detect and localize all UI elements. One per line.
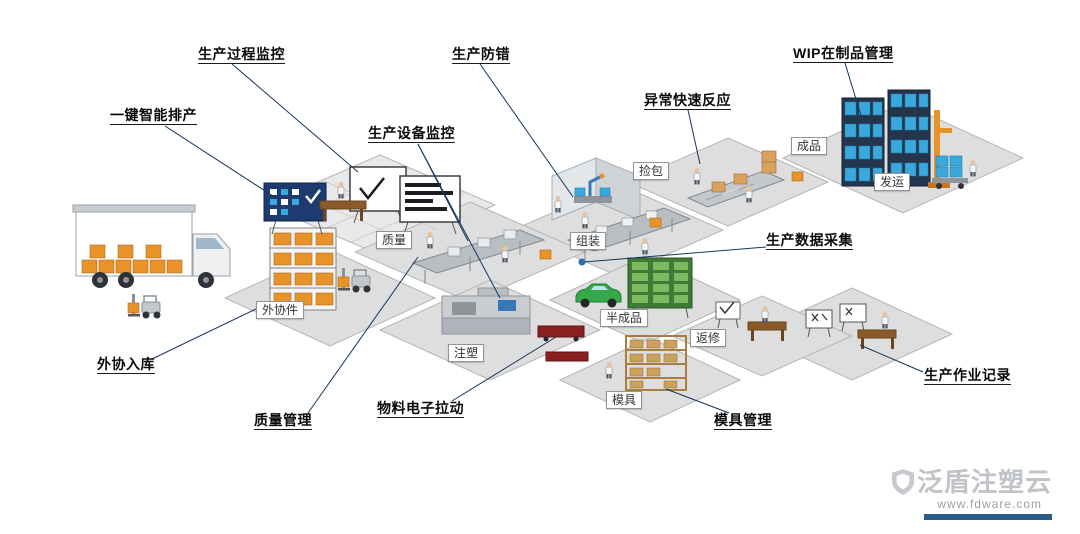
callout-outsourcing-inbound: 外协入库 xyxy=(97,356,155,374)
shipping-cart xyxy=(932,155,968,189)
gantt-whiteboard xyxy=(399,175,461,235)
error-proof-machine xyxy=(551,157,641,221)
station-tag-semi-finished: 半成品 xyxy=(600,309,649,327)
semi-finished-rack xyxy=(627,257,693,319)
stacker-robot xyxy=(934,110,940,184)
station-label: 半成品 xyxy=(606,311,643,325)
leader-production-error-proofing xyxy=(479,63,574,198)
station-label: 外协件 xyxy=(262,303,299,317)
callout-quality-management: 质量管理 xyxy=(254,412,312,430)
leader-production-process-monitoring xyxy=(231,63,359,173)
callout-production-process-monitoring: 生产过程监控 xyxy=(198,46,285,64)
leader-lines xyxy=(151,62,924,414)
schedule-dashboard xyxy=(263,182,327,235)
leader-abnormal-quick-response xyxy=(687,109,701,165)
mold-rack xyxy=(625,335,687,391)
rework-station xyxy=(715,301,787,341)
callout-one-key-smart-scheduling: 一键智能排产 xyxy=(110,107,197,125)
callout-label: 生产作业记录 xyxy=(924,367,1011,383)
truck xyxy=(72,204,231,288)
station-label: 返修 xyxy=(696,331,721,345)
injection-machine xyxy=(441,287,531,335)
station-tag-packing: 捡包 xyxy=(633,162,670,180)
station-tag-finished-goods: 成品 xyxy=(791,137,828,155)
records-station xyxy=(805,303,897,349)
station-label: 成品 xyxy=(797,139,822,153)
green-car xyxy=(575,283,622,308)
station-tag-injection-molding: 注塑 xyxy=(448,344,485,362)
station-tag-rework: 返修 xyxy=(690,329,727,347)
forklift-outsourced xyxy=(337,267,372,294)
callout-label: WIP在制品管理 xyxy=(793,45,894,61)
callout-production-equipment-monitoring: 生产设备监控 xyxy=(368,125,455,143)
quality-line xyxy=(411,229,546,284)
callout-abnormal-quick-response: 异常快速反应 xyxy=(644,92,731,110)
packing-line xyxy=(686,150,786,208)
forklift-inbound xyxy=(127,293,162,320)
orange-box xyxy=(649,217,662,228)
brand-bar xyxy=(924,514,1052,520)
callout-label: 生产防错 xyxy=(452,46,510,62)
station-tag-assembly: 组装 xyxy=(570,232,607,250)
callout-label: 外协入库 xyxy=(97,356,155,372)
callout-label: 模具管理 xyxy=(714,412,772,428)
station-label: 质量 xyxy=(382,233,407,247)
brand-name: 泛盾注塑云 xyxy=(916,467,1052,497)
brand-url: www.fdware.com xyxy=(937,497,1042,511)
callout-material-electronic-pull: 物料电子拉动 xyxy=(377,400,464,418)
leader-data-collection xyxy=(583,246,767,263)
callout-mold-management: 模具管理 xyxy=(714,412,772,430)
station-tag-quality: 质量 xyxy=(376,231,413,249)
leader-mold-management xyxy=(665,388,730,414)
callout-production-data-collection: 生产数据采集 xyxy=(766,232,853,250)
station-label: 发运 xyxy=(880,175,905,189)
station-label: 捡包 xyxy=(639,164,664,178)
orange-box xyxy=(539,249,552,260)
leader-material-pull xyxy=(451,336,557,402)
leader-wip-management xyxy=(844,62,863,120)
callout-production-operation-records: 生产作业记录 xyxy=(924,367,1011,385)
leader-quality-management xyxy=(307,256,419,414)
outsourced-parts-rack xyxy=(269,227,337,311)
callout-label: 生产设备监控 xyxy=(368,125,455,141)
callout-production-error-proofing: 生产防错 xyxy=(452,46,510,64)
callout-label: 物料电子拉动 xyxy=(377,400,464,416)
brand-shield-icon xyxy=(891,469,915,495)
station-tag-shipping: 发运 xyxy=(874,173,911,191)
brand-watermark: 泛盾注塑云 www.fdware.com xyxy=(872,468,1052,520)
callout-label: 异常快速反应 xyxy=(644,92,731,108)
orange-box xyxy=(791,171,804,182)
callout-label: 生产数据采集 xyxy=(766,232,853,248)
leader-equipment-monitoring-2 xyxy=(417,143,501,299)
platform-mold xyxy=(558,337,742,423)
data-collection-dot xyxy=(578,258,586,266)
leader-one-key-smart-scheduling xyxy=(164,125,277,199)
callout-wip-management: WIP在制品管理 xyxy=(793,45,894,63)
monitoring-desk xyxy=(319,200,367,221)
material-agv xyxy=(537,325,589,362)
leader-operation-records xyxy=(859,344,924,373)
station-tag-mold: 模具 xyxy=(606,391,643,409)
callout-label: 生产过程监控 xyxy=(198,46,285,62)
station-tag-outsourced-parts: 外协件 xyxy=(256,301,305,319)
station-label: 注塑 xyxy=(454,346,479,360)
station-label: 组装 xyxy=(576,234,601,248)
callout-label: 一键智能排产 xyxy=(110,107,197,123)
leader-outsourcing-inbound xyxy=(151,308,257,360)
finished-goods-racks xyxy=(841,89,952,188)
callout-label: 质量管理 xyxy=(254,412,312,428)
station-label: 模具 xyxy=(612,393,637,407)
